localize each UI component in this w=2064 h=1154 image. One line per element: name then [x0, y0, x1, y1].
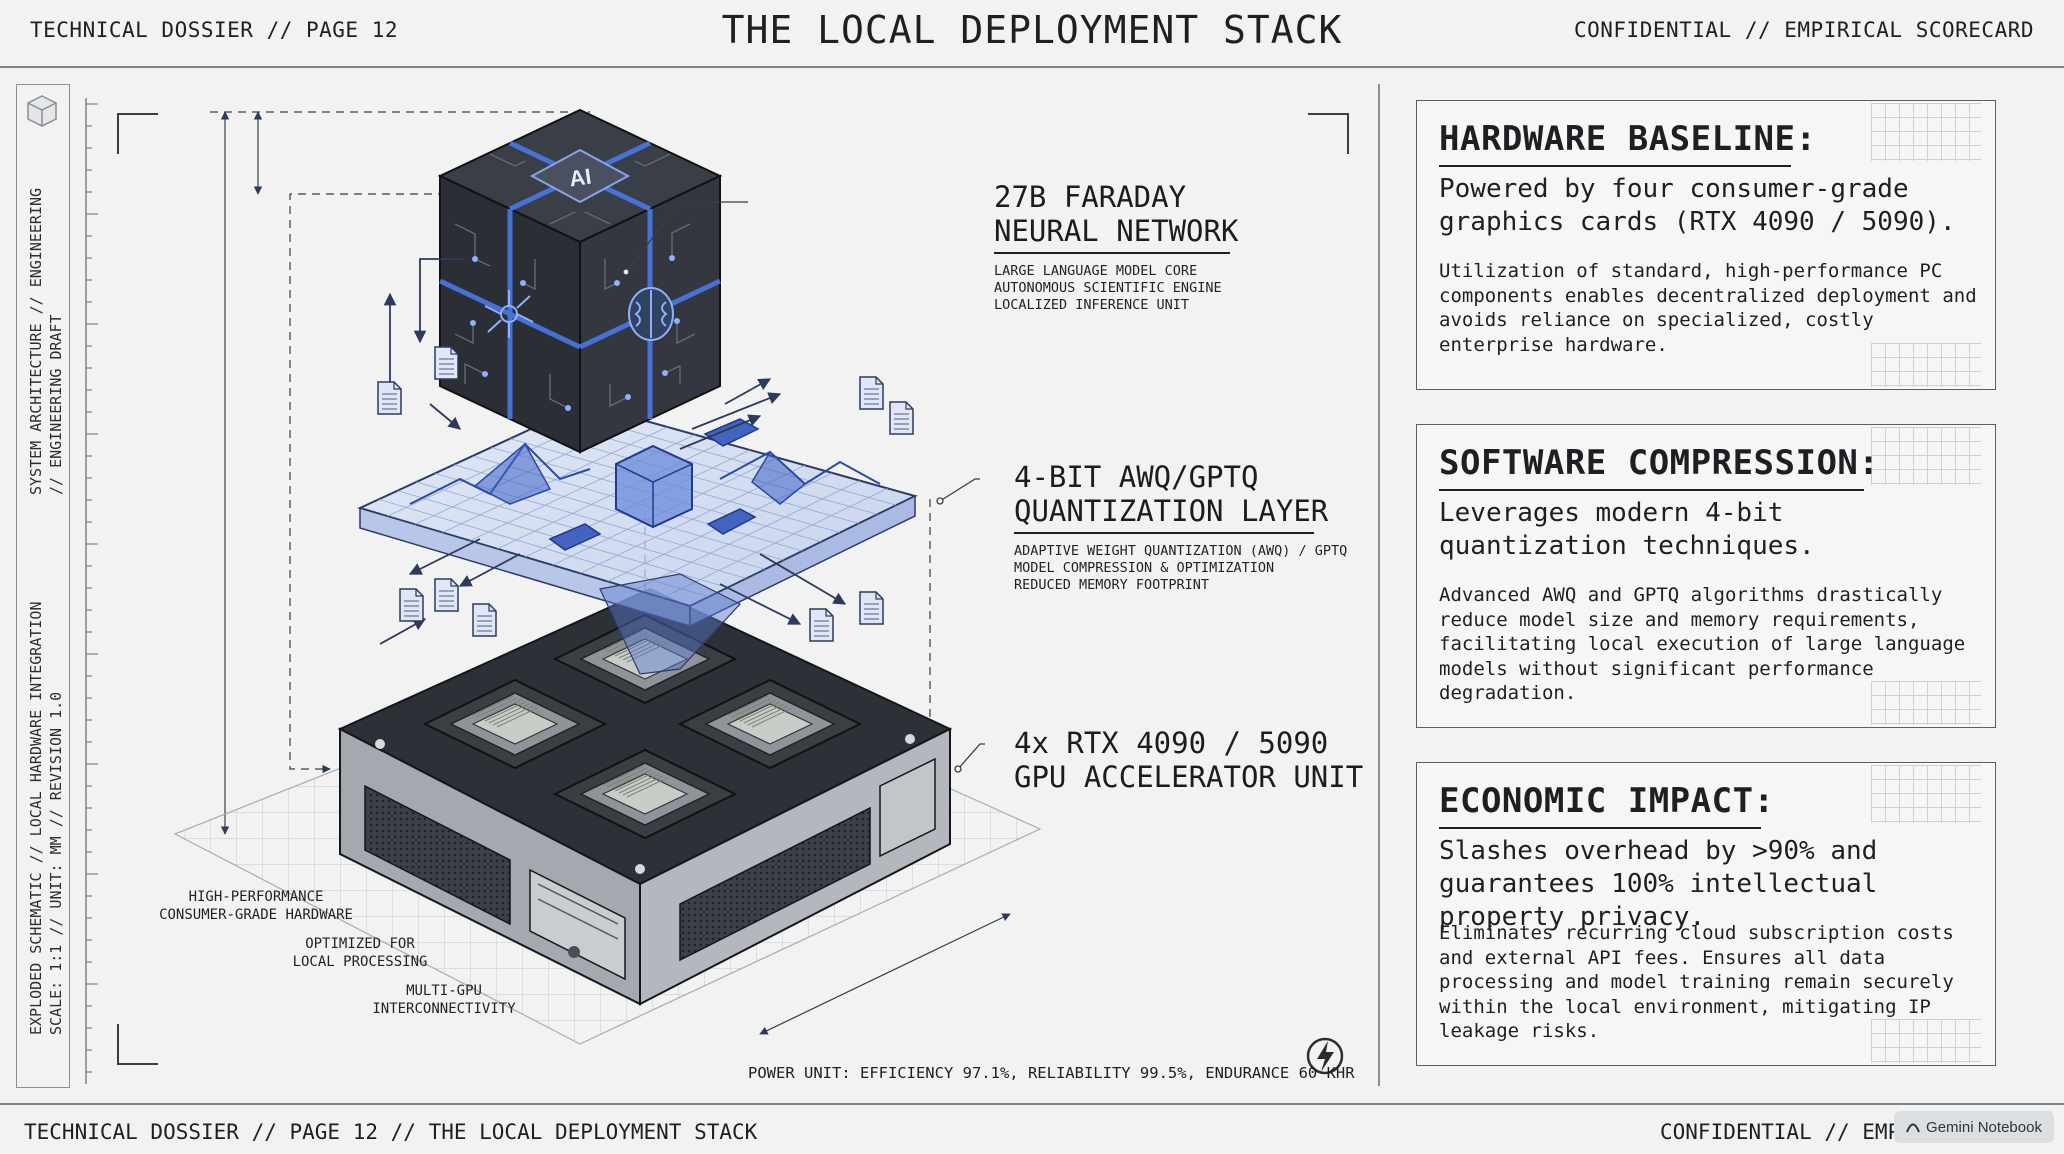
card-economic-impact: ECONOMIC IMPACT: Slashes overhead by >90…: [1416, 762, 1996, 1066]
note-multigpu: MULTI-GPU INTERCONNECTIVITY: [354, 982, 534, 1018]
vertical-ruler: [85, 98, 98, 1084]
cube-outline-icon: [27, 95, 57, 127]
note-multigpu-line-2: INTERCONNECTIVITY: [372, 1001, 516, 1017]
header-dossier-label: TECHNICAL DOSSIER // PAGE 12: [30, 18, 399, 42]
page-footer: TECHNICAL DOSSIER // PAGE 12 // THE LOCA…: [0, 1103, 2064, 1154]
note-local-line-2: LOCAL PROCESSING: [292, 954, 428, 970]
leader-lines: [622, 201, 985, 773]
card-grid-decoration: [1871, 681, 1981, 725]
data-flow-arrows: [379, 258, 847, 645]
note-hardware-line-2: CONSUMER-GRADE HARDWARE: [159, 907, 353, 923]
header-confidential-label: CONFIDENTIAL // EMPIRICAL SCORECARD: [1573, 18, 2034, 42]
card-title: HARDWARE BASELINE:: [1439, 119, 1817, 159]
card-grid-decoration: [1871, 765, 1981, 823]
margin-column: SYSTEM ARCHITECTURE // ENGINEERING // EN…: [16, 84, 70, 1088]
panel-divider: [1378, 84, 1380, 1086]
quant-label-title-2: QUANTIZATION LAYER: [1014, 494, 1329, 528]
footer-dossier-label: TECHNICAL DOSSIER // PAGE 12 // THE LOCA…: [24, 1120, 758, 1144]
note-local-line-1: OPTIMIZED FOR: [305, 936, 415, 952]
card-title-rule: [1439, 827, 1761, 829]
card-title-rule: [1439, 165, 1791, 167]
page-title: THE LOCAL DEPLOYMENT STACK: [721, 8, 1343, 52]
badge-label: Gemini Notebook: [1926, 1118, 2042, 1136]
card-title: ECONOMIC IMPACT:: [1439, 781, 1775, 821]
footer-confidential-label: CONFIDENTIAL // EMPIRI: [1660, 1120, 1939, 1144]
gemini-notebook-badge[interactable]: Gemini Notebook: [1894, 1111, 2054, 1143]
floor-dimension: [759, 913, 1011, 1035]
margin-text-architecture: SYSTEM ARCHITECTURE // ENGINEERING: [27, 187, 45, 495]
card-body: Utilization of standard, high-performanc…: [1439, 260, 1977, 356]
quant-label-sub-3: REDUCED MEMORY FOOTPRINT: [1014, 577, 1210, 593]
card-body: Advanced AWQ and GPTQ algorithms drastic…: [1439, 584, 1966, 704]
card-grid-decoration: [1871, 1019, 1981, 1063]
network-label-title-2: NEURAL NETWORK: [994, 214, 1239, 248]
lightning-bolt-icon: [1306, 1037, 1344, 1075]
card-hardware-baseline: HARDWARE BASELINE: Powered by four consu…: [1416, 100, 1996, 390]
gpu-chassis: [337, 587, 953, 1006]
notebook-logo-icon: [1906, 1123, 1920, 1133]
network-label-sub-3: LOCALIZED INFERENCE UNIT: [994, 297, 1190, 313]
card-title: SOFTWARE COMPRESSION:: [1439, 443, 1880, 483]
card-grid-decoration: [1871, 103, 1981, 161]
quant-label-sub-1: ADAPTIVE WEIGHT QUANTIZATION (AWQ) / GPT…: [1014, 543, 1348, 559]
brain-icon: [628, 287, 674, 341]
exploded-stack-diagram: AI: [85, 98, 1349, 1084]
front-vent-left: [364, 784, 511, 926]
network-label-sub-2: AUTONOMOUS SCIENTIFIC ENGINE: [994, 280, 1222, 296]
margin-text-scale: SCALE: 1:1 // UNIT: MM // REVISION 1.0: [47, 691, 65, 1035]
note-multigpu-line-1: MULTI-GPU: [406, 983, 482, 999]
network-label-title-1: 27B FARADAY: [994, 180, 1187, 214]
quantization-plate: [357, 402, 918, 675]
network-label-sub-1: LARGE LANGUAGE MODEL CORE: [994, 263, 1198, 279]
card-grid-decoration: [1871, 427, 1981, 485]
gpu-label-title-1: 4x RTX 4090 / 5090: [1014, 726, 1329, 760]
card-body: Eliminates recurring cloud subscription …: [1439, 922, 1954, 1042]
note-hardware-line-1: HIGH-PERFORMANCE: [188, 889, 324, 905]
page-header: TECHNICAL DOSSIER // PAGE 12 THE LOCAL D…: [0, 0, 2064, 68]
network-label-rule: [994, 252, 1230, 254]
card-lead: Powered by four consumer-grade graphics …: [1439, 174, 1956, 237]
network-icon: [484, 290, 534, 338]
quant-label-title-1: 4-BIT AWQ/GPTQ: [1014, 460, 1259, 494]
card-title-rule: [1439, 489, 1864, 491]
cube-ai-label: AI: [568, 164, 593, 192]
frame-corners: [117, 113, 1349, 1065]
floating-documents: [377, 346, 914, 642]
card-lead: Leverages modern 4-bit quantization tech…: [1439, 498, 1815, 561]
quant-label-rule: [1014, 532, 1314, 534]
gpu-label-title-2: GPU ACCELERATOR UNIT: [1014, 760, 1364, 794]
card-lead: Slashes overhead by >90% and guarantees …: [1439, 836, 1878, 932]
card-grid-decoration: [1871, 343, 1981, 387]
front-vent-right: [679, 806, 871, 962]
quant-label-sub-2: MODEL COMPRESSION & OPTIMIZATION: [1014, 560, 1275, 576]
margin-text-schematic: EXPLODED SCHEMATIC // LOCAL HARDWARE INT…: [27, 601, 45, 1035]
margin-text-draft: // ENGINEERING DRAFT: [47, 314, 65, 495]
card-software-compression: SOFTWARE COMPRESSION: Leverages modern 4…: [1416, 424, 1996, 728]
power-unit-readout: POWER UNIT: EFFICIENCY 97.1%, RELIABILIT…: [748, 1064, 1355, 1082]
note-hardware: HIGH-PERFORMANCE CONSUMER-GRADE HARDWARE: [152, 888, 360, 924]
neural-network-cube: AI: [437, 108, 723, 454]
note-local: OPTIMIZED FOR LOCAL PROCESSING: [270, 935, 450, 971]
